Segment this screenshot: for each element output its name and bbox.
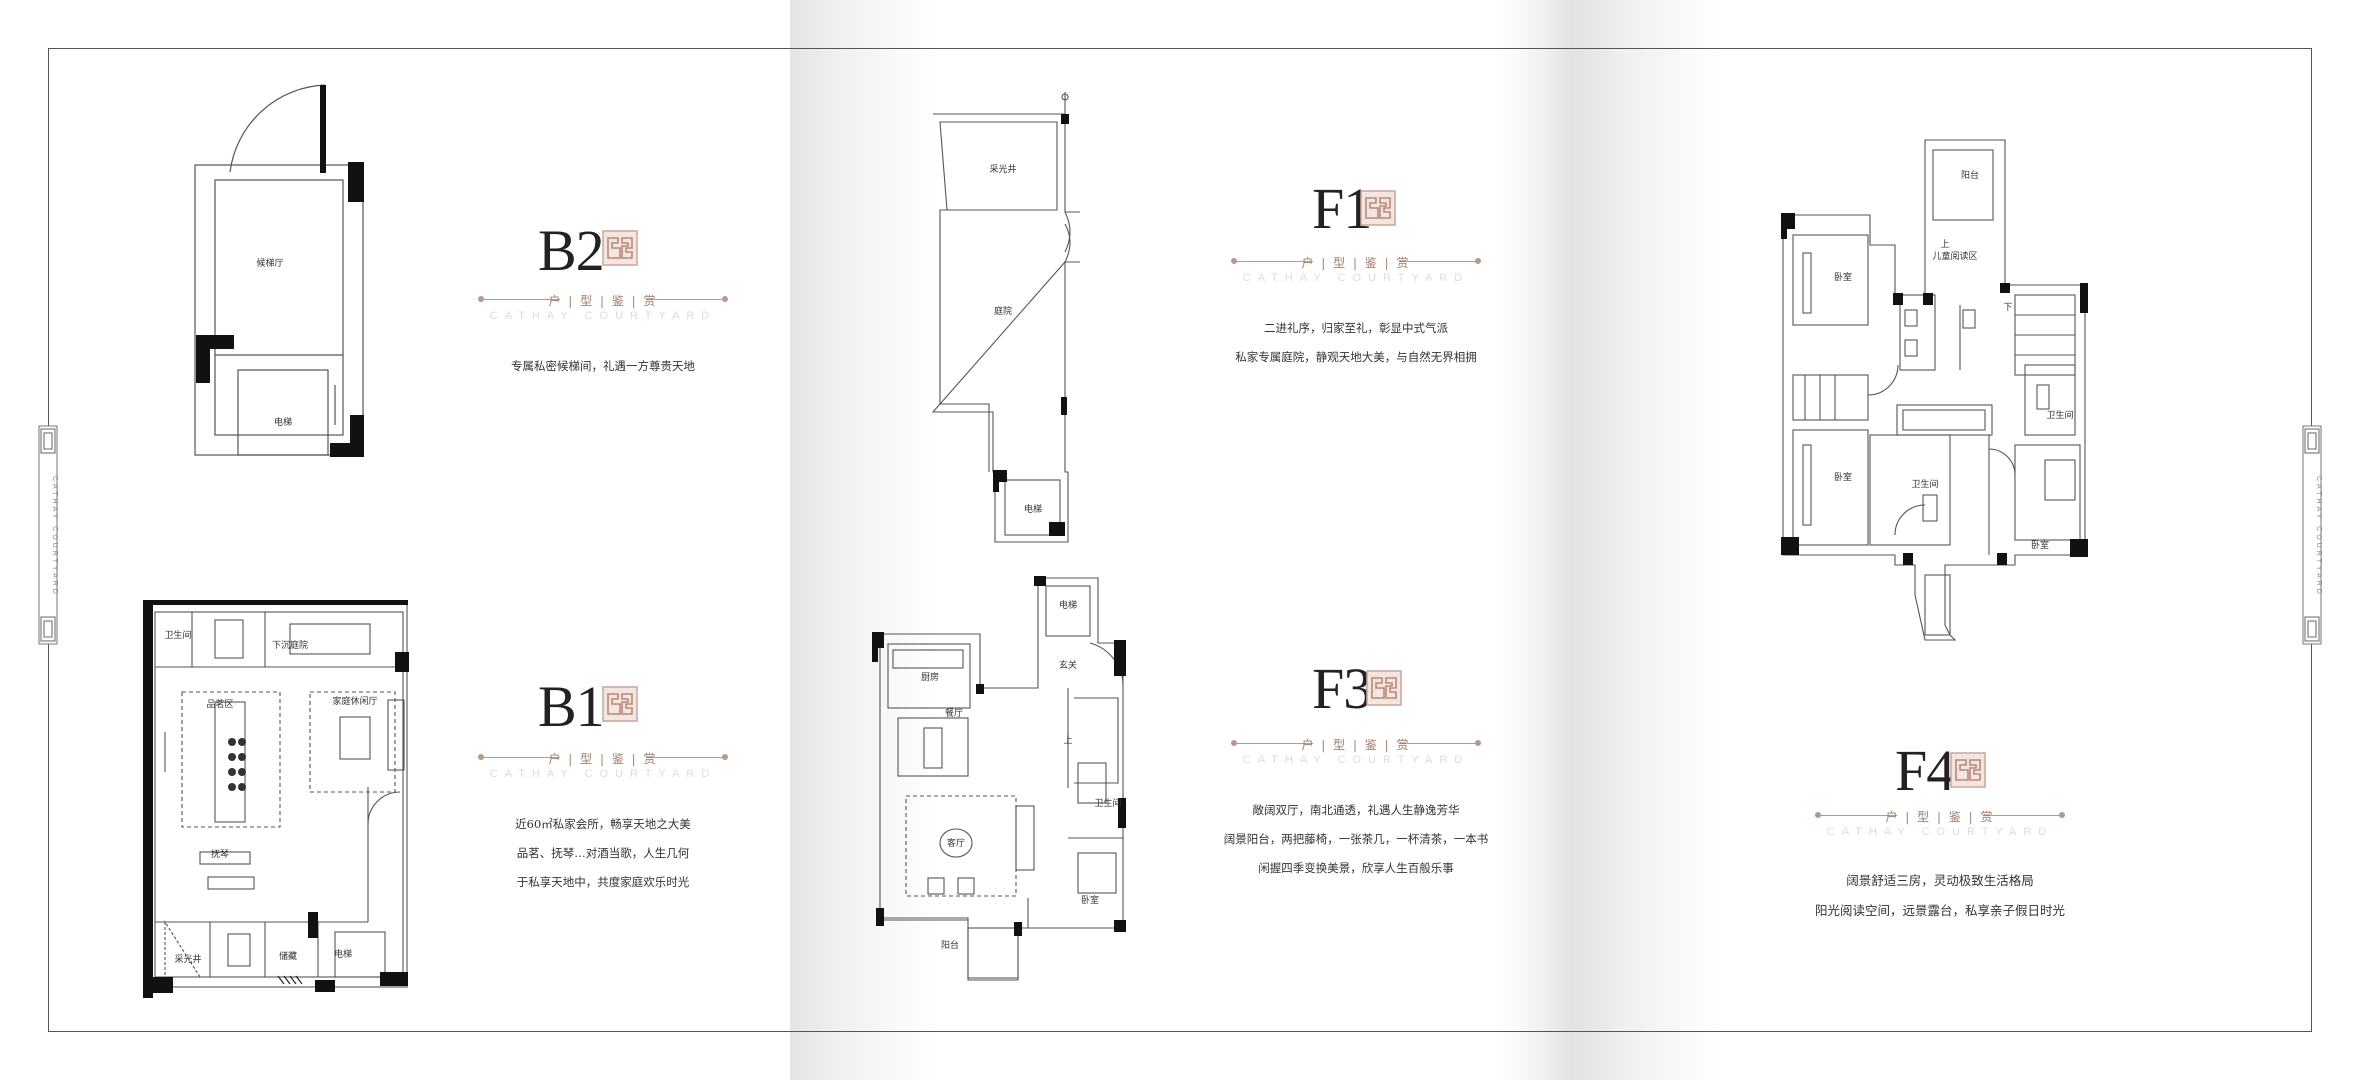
desc-line: 于私享天地中，共度家庭欢乐时光 (516, 875, 690, 889)
desc-line: 闲握四季变换美景，欣享人生百般乐事 (1258, 861, 1454, 875)
page-fold-shadow (1500, 0, 1572, 1080)
desc-line: 二进礼序，归家至礼，彰显中式气派 (1264, 321, 1448, 335)
unit-tag-f4: 户 | 型 | 鉴 | 赏 CATHAY COURTYARD (1815, 808, 2065, 840)
unit-desc-f4: 阔景舒适三房，灵动极致生活格局 阳光阅读空间，远景露台，私享亲子假日时光 (1790, 866, 2090, 926)
room-label: 卧室 (2031, 539, 2049, 551)
room-label: 电梯 (1059, 599, 1077, 611)
desc-line: 阔景阳台，两把藤椅，一张茶几，一杯清茶，一本书 (1223, 832, 1489, 846)
tag-label: 户 | 型 | 鉴 | 赏 (1301, 738, 1411, 752)
room-label: 卧室 (1081, 894, 1099, 906)
room-label: 储藏 (279, 950, 297, 962)
unit-title-b2: B2 (538, 218, 605, 283)
unit-desc-f3: 敞阔双厅，南北通透，礼遇人生静逸芳华 阔景阳台，两把藤椅，一张茶几，一杯清茶，一… (1191, 796, 1521, 883)
tag-en: CATHAY COURTYARD (489, 310, 717, 322)
unit-tag-f1: 户 | 型 | 鉴 | 赏 CATHAY COURTYARD (1231, 254, 1481, 286)
unit-title-f3: F3 (1312, 656, 1372, 721)
room-label: 阳台 (1961, 169, 1979, 181)
room-label: 厨房 (921, 671, 939, 683)
page-fold-shadow (1572, 0, 1722, 1080)
floor-plan-f4: 阳台 上 儿童阅读区 下 卧室 卧室 卫生间 卫生间 卧室 (1781, 139, 2088, 641)
unit-tag-f3: 户 | 型 | 鉴 | 赏 CATHAY COURTYARD (1231, 736, 1481, 768)
desc-line: 专属私密候梯间，礼遇一方尊贵天地 (511, 359, 695, 373)
unit-title-f4: F4 (1895, 738, 1955, 803)
room-label: 电梯 (274, 416, 292, 428)
unit-title-b1: B1 (538, 674, 605, 739)
unit-tag-b1: 户 | 型 | 鉴 | 赏 CATHAY COURTYARD (478, 750, 728, 782)
room-label: 卫生间 (2046, 409, 2073, 421)
room-label: 儿童阅读区 (1932, 250, 1977, 262)
room-label: 玄关 (1059, 659, 1077, 671)
room-label: 上 (1940, 239, 1949, 250)
seal-icon (602, 230, 638, 266)
room-label: 阳台 (941, 939, 959, 951)
page-fold-shadow (790, 0, 940, 1080)
room-label: 庭院 (994, 305, 1012, 317)
room-label: 采光井 (174, 953, 201, 965)
tag-en: CATHAY COURTYARD (1242, 754, 1470, 766)
seal-icon (1360, 190, 1396, 226)
tag-label: 户 | 型 | 鉴 | 赏 (548, 294, 658, 308)
tag-label: 户 | 型 | 鉴 | 赏 (1885, 810, 1995, 824)
floor-plan-f1: 采光井 庭院 电梯 (931, 92, 1080, 543)
room-label: 卧室 (1834, 471, 1852, 483)
room-label: 餐厅 (945, 707, 963, 719)
unit-desc-b1: 近60㎡私家会所，畅享天地之大美 品茗、抚琴…对酒当歌，人生几何 于私享天地中，… (478, 810, 728, 897)
tag-en: CATHAY COURTYARD (1826, 826, 2054, 838)
room-label: 下 (2003, 303, 2012, 313)
side-tab-left: CATHAY COURTYARD (38, 425, 58, 645)
room-label: 家庭休闲厅 (332, 695, 377, 707)
room-label: 电梯 (334, 948, 352, 960)
room-label: 下沉庭院 (272, 639, 308, 651)
desc-line: 品茗、抚琴…对酒当歌，人生几何 (516, 846, 690, 860)
seal-icon (1366, 670, 1402, 706)
room-label: 卧室 (1834, 271, 1852, 283)
side-tab-text: CATHAY COURTYARD (2315, 475, 2322, 597)
unit-desc-f1: 二进礼序，归家至礼，彰显中式气派 私家专属庭院，静观天地大美，与自然无界相拥 (1191, 314, 1521, 372)
floor-plan-b2: 候梯厅 电梯 (194, 84, 364, 457)
desc-line: 近60㎡私家会所，畅享天地之大美 (515, 817, 691, 831)
tag-en: CATHAY COURTYARD (1242, 272, 1470, 284)
room-label: 客厅 (947, 837, 965, 849)
seal-icon (602, 686, 638, 722)
tag-label: 户 | 型 | 鉴 | 赏 (1301, 256, 1411, 270)
room-label: 抚琴 (211, 848, 229, 860)
side-tab-text: CATHAY COURTYARD (51, 475, 58, 597)
unit-desc-b2: 专属私密候梯间，礼遇一方尊贵天地 (478, 352, 728, 381)
desc-line: 阳光阅读空间，远景露台，私享亲子假日时光 (1814, 903, 2065, 918)
desc-line: 私家专属庭院，静观天地大美，与自然无界相拥 (1235, 350, 1477, 364)
room-label: 卫生间 (164, 629, 191, 641)
room-label: 采光井 (989, 163, 1016, 175)
side-tab-right: CATHAY COURTYARD (2302, 425, 2322, 645)
desc-line: 阔景舒适三房，灵动极致生活格局 (1846, 873, 2034, 888)
room-label: 品茗区 (206, 699, 233, 710)
floor-plan-b1: 卫生间 下沉庭院 品茗区 家庭休闲厅 抚琴 采光井 储藏 电梯 (143, 600, 409, 998)
seal-icon (1950, 752, 1986, 788)
tag-label: 户 | 型 | 鉴 | 赏 (548, 752, 658, 766)
room-label: 电梯 (1024, 503, 1042, 515)
room-label: 上 (1063, 735, 1072, 746)
room-label: 卫生间 (1094, 797, 1121, 809)
floor-plan-f3: 厨房 电梯 玄关 餐厅 上 客厅 卫生间 卧室 阳台 (872, 576, 1126, 981)
desc-line: 敞阔双厅，南北通透，礼遇人生静逸芳华 (1252, 803, 1460, 817)
unit-tag-b2: 户 | 型 | 鉴 | 赏 CATHAY COURTYARD (478, 292, 728, 324)
room-label: 卫生间 (1911, 478, 1938, 490)
room-label: 候梯厅 (256, 257, 283, 269)
tag-en: CATHAY COURTYARD (489, 768, 717, 780)
